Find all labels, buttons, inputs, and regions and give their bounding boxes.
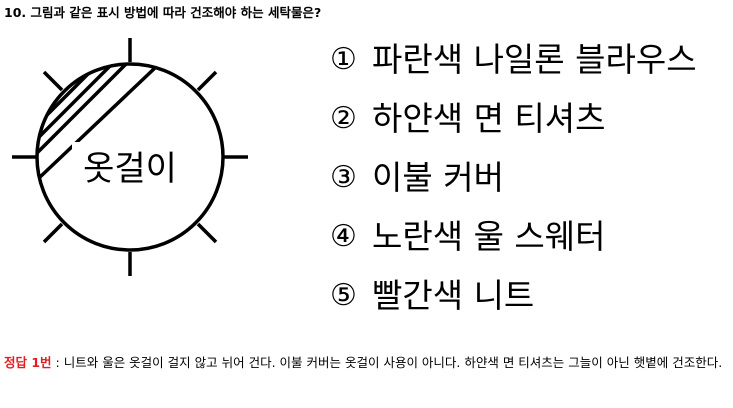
option-label: 빨간색 니트 — [372, 276, 535, 315]
answer-separator: : — [51, 355, 64, 370]
option-5[interactable]: ⑤ 빨간색 니트 — [330, 266, 730, 325]
laundry-drying-symbol: 옷걸이 — [12, 38, 248, 276]
option-number: ① — [330, 41, 357, 77]
options-list: ① 파란색 나일론 블라우스 ② 하얀색 면 티셔츠 ③ 이불 커버 ④ 노란색… — [330, 30, 730, 325]
answer-key: 정답 1번 — [4, 355, 52, 370]
option-label: 이불 커버 — [372, 158, 504, 197]
answer-explanation: 정답 1번 : 니트와 울은 옷걸이 걸지 않고 뉘어 건다. 이불 커버는 옷… — [4, 353, 732, 373]
symbol-circle — [35, 62, 225, 252]
option-number: ③ — [330, 159, 357, 195]
option-number: ② — [330, 100, 357, 136]
sun-rays-icon — [12, 38, 248, 276]
option-1[interactable]: ① 파란색 나일론 블라우스 — [330, 30, 730, 89]
option-label: 하얀색 면 티셔츠 — [372, 99, 606, 138]
option-label: 파란색 나일론 블라우스 — [372, 40, 697, 79]
option-number: ⑤ — [330, 277, 357, 313]
option-4[interactable]: ④ 노란색 울 스웨터 — [330, 207, 730, 266]
hatched-shade-icon — [37, 64, 197, 217]
symbol-label: 옷걸이 — [83, 149, 177, 189]
question-text: 10. 그림과 같은 표시 방법에 따라 건조해야 하는 세탁물은? — [4, 5, 322, 20]
option-2[interactable]: ② 하얀색 면 티셔츠 — [330, 89, 730, 148]
option-3[interactable]: ③ 이불 커버 — [330, 148, 730, 207]
option-number: ④ — [330, 218, 357, 254]
option-label: 노란색 울 스웨터 — [372, 217, 606, 256]
answer-text: 니트와 울은 옷걸이 걸지 않고 뉘어 건다. 이불 커버는 옷걸이 사용이 아… — [63, 355, 723, 370]
